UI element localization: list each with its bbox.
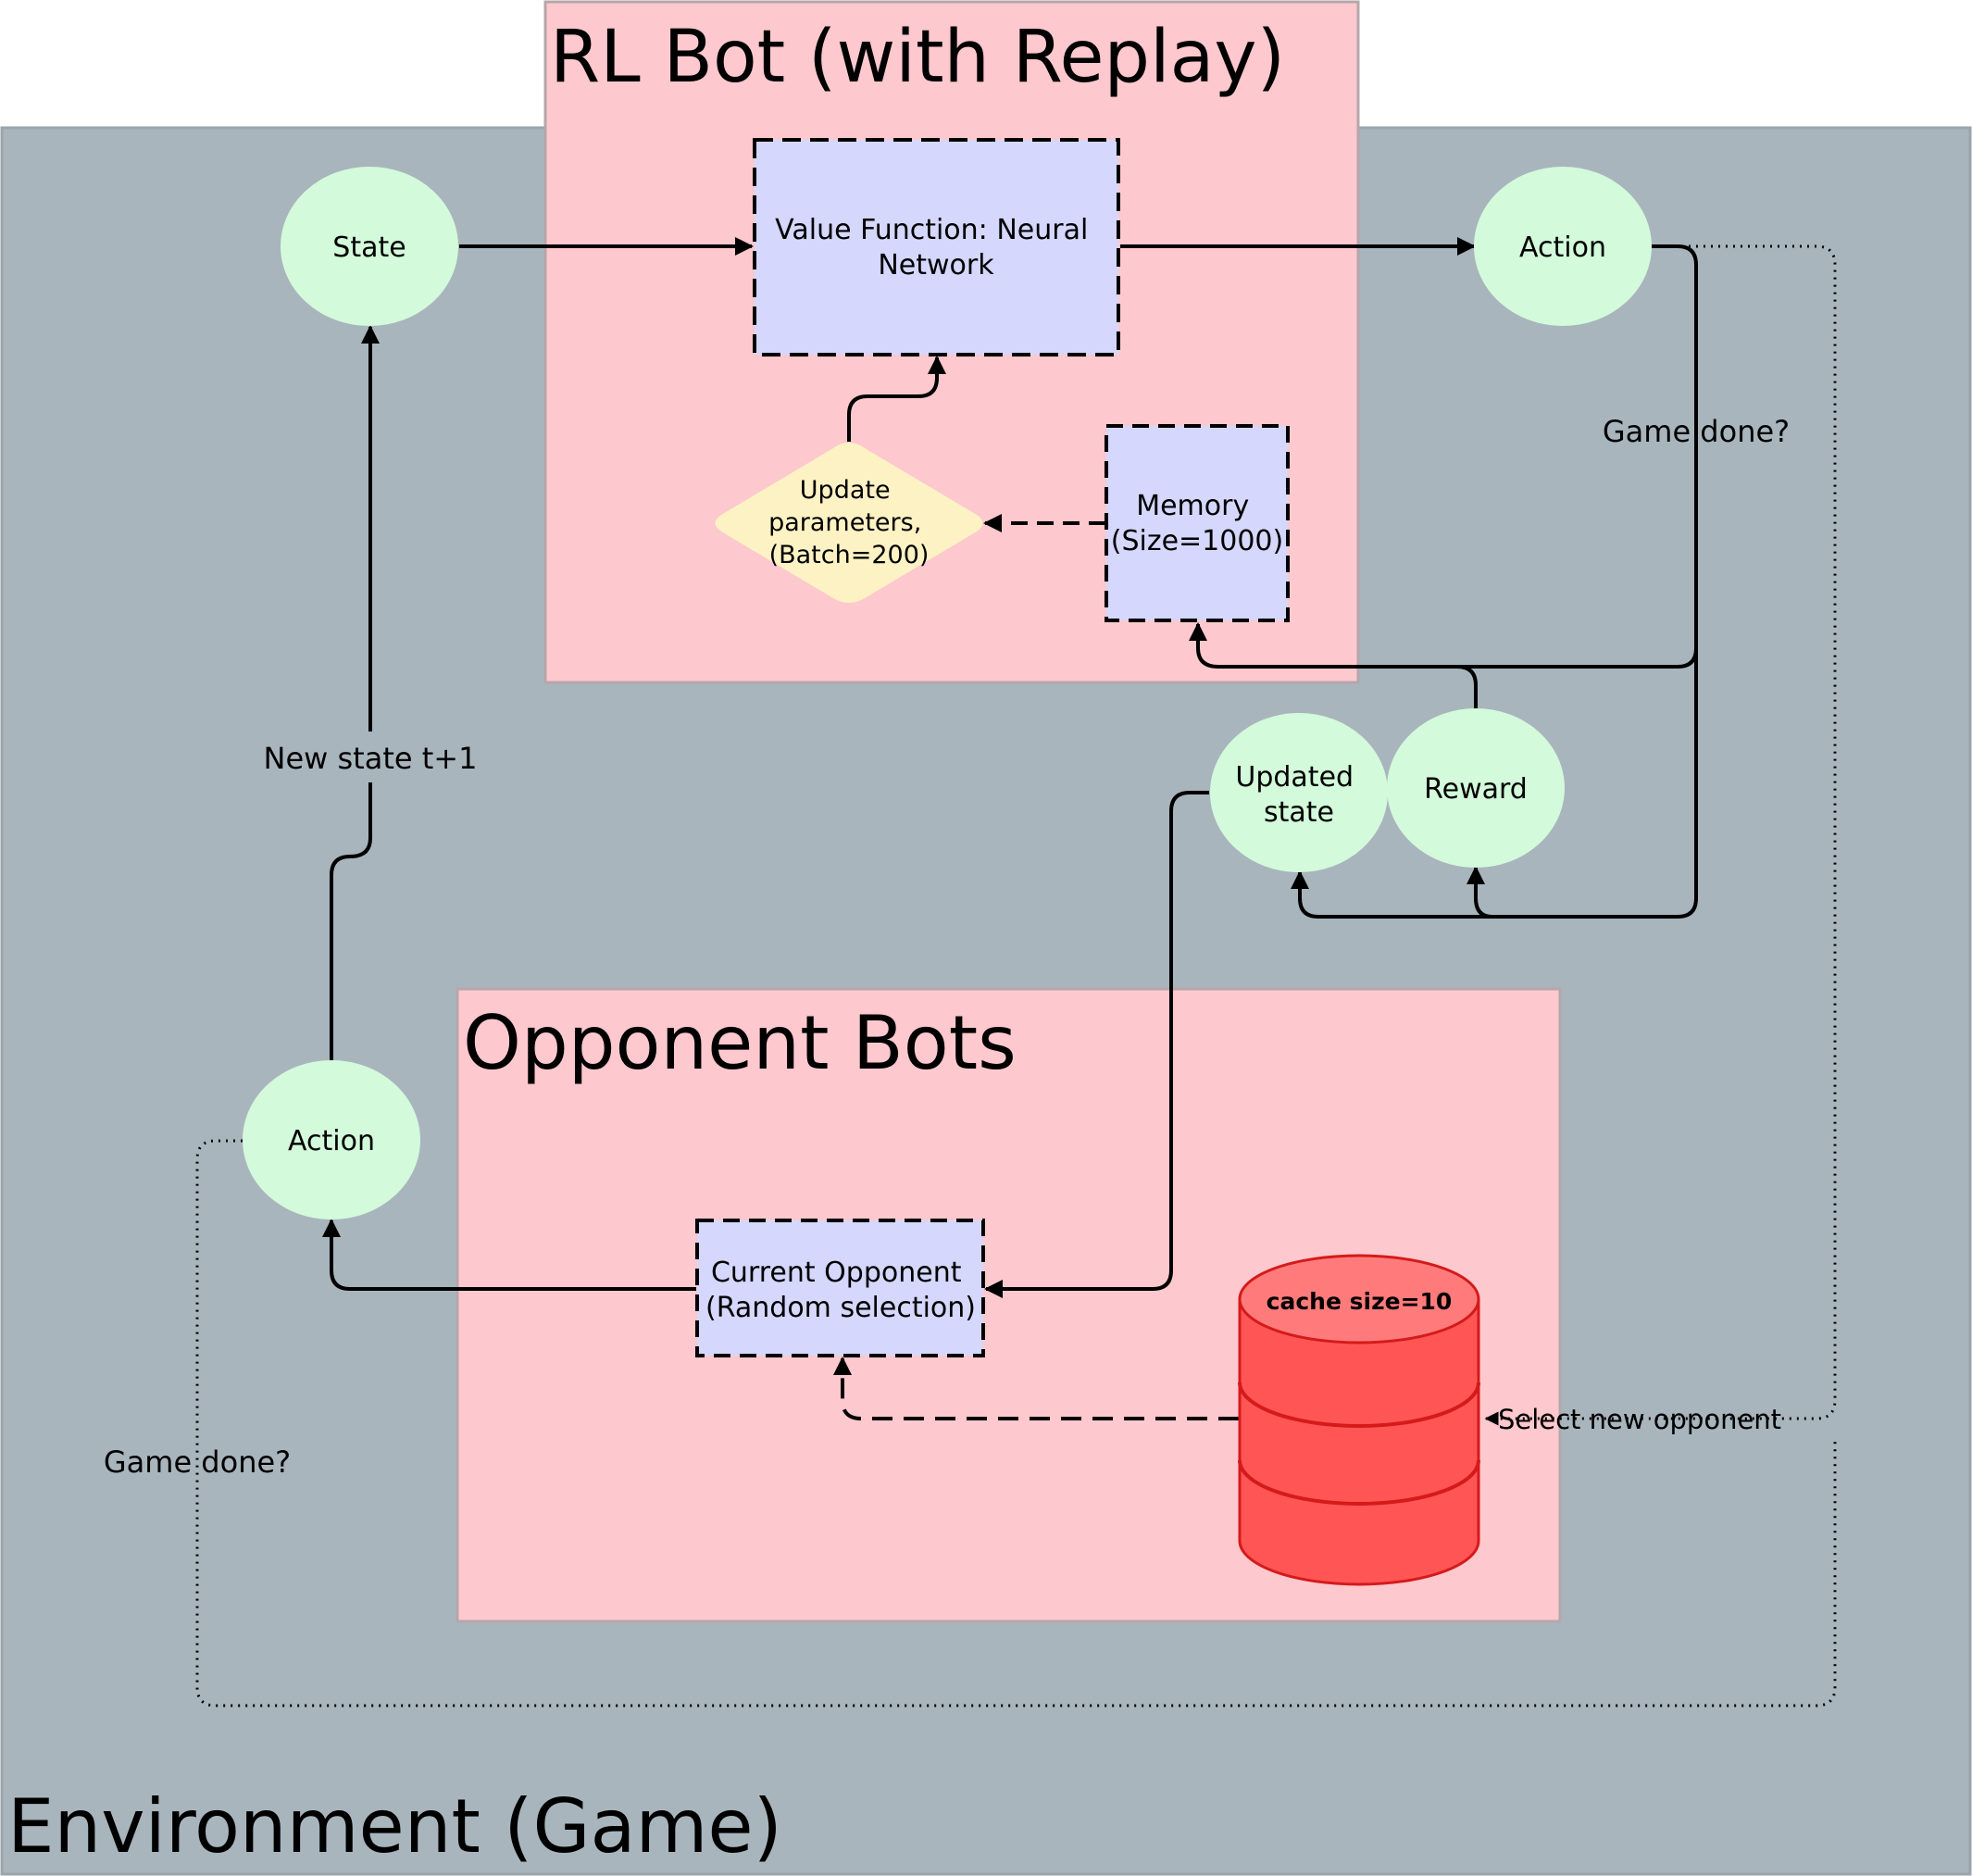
value-function-line-2: Network <box>878 249 994 281</box>
cache-top <box>1238 1254 1480 1344</box>
dotted-loop <box>195 244 1837 1707</box>
update-params-line-3: (Batch=200) <box>769 541 930 569</box>
edge-action-to-state <box>330 782 372 1060</box>
update-params-line-2: parameters, <box>768 508 921 537</box>
action-top-node <box>1474 167 1652 326</box>
value-function-line-1: Value Function: Neural <box>775 214 1088 246</box>
current-opponent-line-1: Current Opponent <box>711 1257 962 1289</box>
updated-state-node <box>1210 713 1388 872</box>
opponent-bots-title: Opponent Bots <box>463 1000 1017 1086</box>
reward-label: Reward <box>1424 773 1528 806</box>
new-state-label: New state t+1 <box>264 741 478 776</box>
action-top-label: Action <box>1519 231 1606 264</box>
rl-bot-title: RL Bot (with Replay) <box>550 16 1285 99</box>
cache-ring-2 <box>1238 1459 1480 1506</box>
memory-label: Memory (Size=1000) <box>1111 490 1283 557</box>
cache-ring-1 <box>1238 1382 1480 1428</box>
edge-reward-up <box>1456 665 1478 708</box>
updated-state-line-1: Updated <box>1235 761 1354 794</box>
cache-cylinder: cache size=10 <box>1238 1254 1480 1586</box>
memory-line-2: (Size=1000) <box>1111 525 1283 557</box>
cache-label: cache size=10 <box>1267 1288 1453 1315</box>
reward-node <box>1387 708 1565 868</box>
edge-cache-to-opponent <box>833 1357 1239 1420</box>
value-function-label: Value Function: Neural Network <box>775 214 1097 281</box>
action-bottom-label: Action <box>288 1125 375 1157</box>
value-function-node <box>753 138 1120 356</box>
cache-body <box>1238 1297 1480 1586</box>
edge-update-to-value <box>847 356 946 442</box>
edge-to-memory <box>1189 622 1698 669</box>
edge-action-game-done <box>1291 244 1698 919</box>
updated-state-line-2: state <box>1264 796 1334 829</box>
memory-node <box>1105 424 1290 622</box>
current-opponent-label: Current Opponent (Random selection) <box>705 1257 976 1324</box>
updated-state-label: Updated state <box>1235 761 1362 829</box>
environment-title: Environment (Game) <box>7 1783 782 1870</box>
dotted-action-bottom-loop <box>195 1139 1837 1707</box>
edge-opponent-to-action <box>322 1219 696 1291</box>
action-bottom-node <box>243 1060 420 1219</box>
game-done-right-label: Game done? <box>1603 414 1790 449</box>
select-new-opponent-label: Select new opponent <box>1498 1404 1781 1435</box>
state-label: State <box>332 231 406 264</box>
update-params-node <box>715 443 983 603</box>
connectors <box>322 237 1698 1420</box>
current-opponent-node <box>695 1219 985 1357</box>
edge-updated-to-opponent <box>984 791 1209 1298</box>
current-opponent-line-2: (Random selection) <box>705 1292 976 1324</box>
update-params-line-1: Update <box>800 476 891 505</box>
new-state-label-bg <box>261 737 480 780</box>
edge-to-reward <box>1467 866 1493 919</box>
memory-line-1: Memory <box>1136 490 1249 522</box>
update-params-label: Update parameters, (Batch=200) <box>768 476 930 569</box>
state-node <box>281 167 458 326</box>
game-done-left-label: Game done? <box>104 1445 291 1480</box>
